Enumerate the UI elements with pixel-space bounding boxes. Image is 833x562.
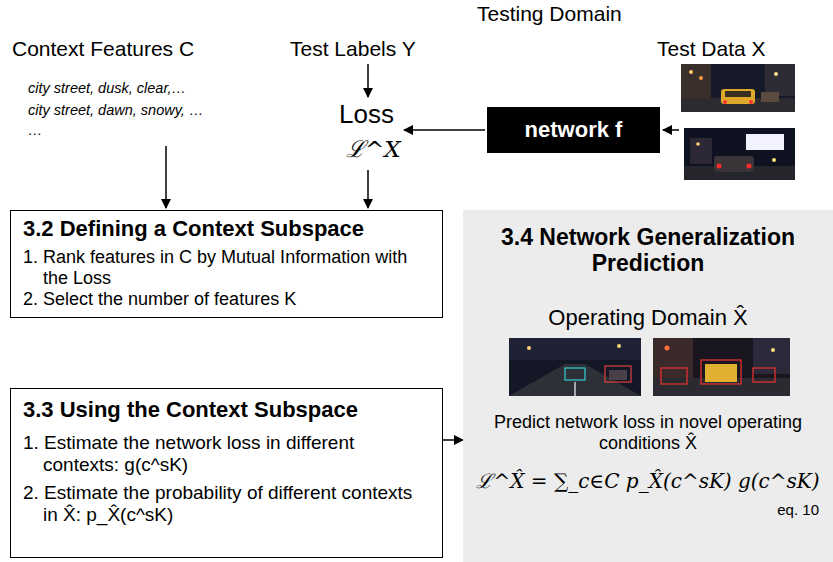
graphic-part bbox=[714, 156, 754, 172]
label-arrow bbox=[367, 64, 369, 97]
graphic-part bbox=[665, 346, 670, 351]
graphic-part bbox=[684, 128, 795, 180]
data-arrow bbox=[663, 129, 679, 131]
box-text: eq. 10 bbox=[749, 501, 819, 518]
context-example: … bbox=[28, 122, 43, 139]
graphic-part bbox=[609, 370, 627, 380]
graphic-part bbox=[681, 64, 711, 98]
graphic-part bbox=[771, 348, 775, 352]
graphic-part bbox=[653, 338, 790, 396]
test-photo bbox=[681, 64, 795, 112]
graphic-part bbox=[747, 164, 752, 169]
loss-symbol: ℒ^X bbox=[346, 136, 401, 162]
box-heading: network f bbox=[525, 117, 623, 142]
input-title: Context Features C bbox=[12, 37, 194, 61]
graphic-part bbox=[753, 368, 775, 382]
graphic-part bbox=[749, 100, 753, 104]
prediction-panel: 3.4 Network Generalization PredictionOpe… bbox=[463, 210, 833, 562]
graphic-part bbox=[661, 368, 687, 384]
graphic-part bbox=[681, 64, 795, 112]
graphic-part bbox=[689, 70, 693, 74]
list-item: 1. Rank features in C by Mutual Informat… bbox=[23, 247, 430, 288]
graphic-part bbox=[509, 338, 641, 396]
graphic-part bbox=[696, 142, 700, 146]
list-item: 2. Estimate the probability of different… bbox=[23, 482, 430, 526]
graphic-part bbox=[717, 164, 722, 169]
graphic-part bbox=[509, 338, 641, 360]
graphic-part bbox=[761, 92, 779, 102]
graphic-part bbox=[705, 364, 737, 382]
process-box: 3.3 Using the Context Subspace 1. Estimat… bbox=[10, 388, 443, 558]
box-heading: 3.3 Using the Context Subspace bbox=[23, 397, 430, 422]
graphic-part bbox=[774, 72, 778, 76]
graphic-part bbox=[565, 368, 585, 380]
box-heading: 3.2 Defining a Context Subspace bbox=[23, 216, 430, 241]
network-box: network f bbox=[487, 107, 660, 153]
graphic-part bbox=[723, 100, 727, 104]
loss-arrow bbox=[367, 170, 369, 208]
loss-label: Loss bbox=[339, 100, 394, 130]
graphic-part bbox=[725, 91, 751, 97]
operating-photo bbox=[509, 338, 641, 396]
box-heading: 3.4 Network Generalization Prediction bbox=[473, 224, 823, 277]
graphic-part bbox=[721, 89, 755, 104]
flow-arrow bbox=[443, 439, 463, 441]
operating-photos bbox=[463, 338, 833, 396]
input-title: Test Data X bbox=[657, 37, 766, 61]
context-example: city street, dawn, snowy, … bbox=[28, 102, 203, 119]
section-title: Testing Domain bbox=[477, 2, 622, 26]
graphic-part bbox=[699, 76, 703, 80]
graphic-part bbox=[746, 134, 784, 150]
graphic-part bbox=[617, 344, 621, 348]
test-photo bbox=[684, 128, 795, 180]
list-item: 1. Estimate the network loss in differen… bbox=[23, 432, 430, 476]
process-box: 3.2 Defining a Context Subspace 1. Rank f… bbox=[10, 210, 443, 318]
box-text: Operating Domain X̂ bbox=[473, 305, 823, 330]
graphic-part bbox=[527, 346, 531, 350]
box-text: Predict network loss in novel operating … bbox=[483, 412, 813, 453]
graphic-part bbox=[605, 366, 631, 382]
graphic-part bbox=[701, 360, 741, 384]
graphic-part bbox=[574, 382, 576, 396]
network-arrow bbox=[404, 129, 485, 131]
equation: ℒ^X̂ = ∑_c∈C p_X̂(c^sK) g(c^sK) bbox=[473, 470, 823, 493]
list-item: 2. Select the number of features K bbox=[23, 289, 430, 310]
graphic-part bbox=[772, 158, 776, 162]
context-example: city street, dusk, clear,… bbox=[28, 80, 186, 97]
graphic-part bbox=[765, 64, 795, 96]
graphic-part bbox=[509, 364, 641, 396]
operating-photo bbox=[653, 338, 790, 396]
context-arrow bbox=[165, 146, 167, 208]
input-title: Test Labels Y bbox=[290, 37, 416, 61]
graphic-part bbox=[690, 138, 712, 164]
